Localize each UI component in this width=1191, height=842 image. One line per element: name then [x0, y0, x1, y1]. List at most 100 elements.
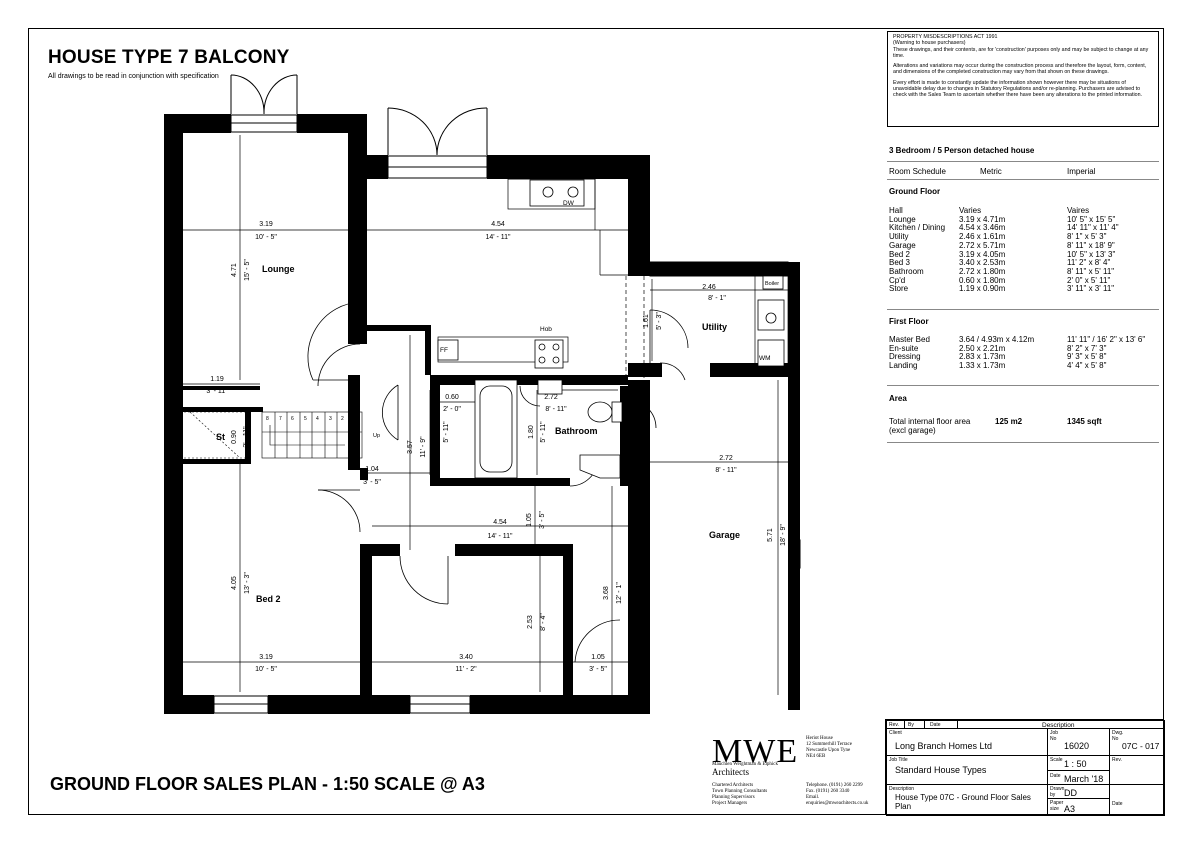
misdescriptions-notice: PROPERTY MISDESCRIPTIONS ACT 1991 (Warni… — [887, 31, 1159, 127]
schedule-room-name: Cp'd — [889, 275, 906, 285]
date-value: March '18 — [1064, 774, 1104, 784]
schedule-metric: 3.64 / 4.93m x 4.12m — [959, 335, 1035, 344]
schedule-imperial: 8' 11" x 5' 11" — [1067, 266, 1115, 276]
schedule-room-name: Master Bed — [889, 335, 930, 344]
schedule-imperial: 9' 3" x 5' 8" — [1067, 352, 1107, 362]
dim-cupboard2-width-imperial: 3' - 5" — [589, 666, 607, 673]
contact-line: Telephone. (0191) 260 2299 — [806, 783, 863, 788]
dim-lounge-depth-imperial: 15' - 5" — [244, 259, 251, 281]
dim-bathroom-width-imperial: 8' - 11" — [545, 406, 567, 413]
schedule-room-name: Garage — [889, 240, 916, 250]
col-header-room: Room Schedule — [889, 167, 946, 176]
dim-hall-width-metric: 1.04 — [365, 466, 379, 473]
dim-bed3-depth-metric: 2.53 — [527, 615, 534, 629]
dim-bed2-width-metric: 3.19 — [259, 654, 273, 661]
schedule-imperial: 8' 11" x 18' 9" — [1067, 240, 1115, 250]
specification-note: All drawings to be read in conjunction w… — [48, 73, 219, 80]
firm-role: Town Planning Consultants — [712, 789, 768, 794]
plan-sanitary — [437, 179, 785, 479]
notice-line: Every effort is made to constantly updat… — [893, 79, 1142, 99]
dim-bed2-depth-metric: 4.05 — [231, 576, 238, 590]
title-block: Rev. By Date Description Client Long Bra… — [885, 719, 1165, 816]
schedule-room-name: Bed 2 — [889, 249, 910, 259]
schedule-metric: 2.72 x 5.71m — [959, 240, 1006, 250]
description-label: Description — [889, 786, 915, 792]
label-hob: Hob — [540, 326, 552, 333]
dim-hall-depth-metric: 3.57 — [407, 440, 414, 454]
plan-dimension-text-vertical: 4.71 15' - 5" 1.61 5' - 3" 0.90 2' - 11"… — [231, 259, 787, 631]
label-washing-machine: WM — [759, 355, 771, 362]
dim-store-width-imperial: 3' - 11" — [206, 388, 228, 395]
plan-walls — [164, 114, 800, 714]
dim-garage-width-metric: 2.72 — [719, 455, 733, 462]
dim-garage-depth-metric: 5.71 — [767, 528, 774, 542]
schedule-metric: 3.40 x 2.53m — [959, 258, 1006, 268]
dim-bed3-width-metric: 3.40 — [459, 654, 473, 661]
area-label-note: (excl garage) — [889, 426, 936, 435]
schedule-imperial: 3' 11" x 3' 11" — [1067, 284, 1115, 294]
dim-utility-depth-imperial: 5' - 3" — [656, 312, 663, 330]
room-label-store: St — [216, 432, 225, 442]
plan-stairs — [184, 411, 363, 459]
room-label-bathroom: Bathroom — [555, 426, 598, 436]
dim-bed3-width-imperial: 11' - 2" — [455, 666, 477, 673]
dim-kitchen-width-metric: 4.54 — [491, 221, 505, 228]
job-title-label: Job Title — [889, 757, 908, 763]
label-boiler: Boiler — [765, 281, 779, 287]
firm-role: Planning Supervisors — [712, 795, 755, 800]
job-no-label: Job No — [1050, 730, 1059, 742]
firm-role: Project Managers — [712, 801, 748, 806]
drawing-frame — [28, 28, 1164, 815]
room-label-garage: Garage — [709, 530, 740, 540]
stair-number: 5 — [304, 416, 307, 422]
firm-architects: Architects — [712, 767, 749, 777]
paper-size-label: Paper size — [1050, 800, 1064, 812]
dim-bathroom-depth-imperial: 5' - 11" — [540, 421, 547, 443]
firm-contact: Telephone. (0191) 260 2299 Fax. (0191) 2… — [806, 783, 868, 807]
notice-line: These drawings, and their contents, are … — [893, 46, 1149, 59]
dim-cupboard2-depth-imperial: 12' - 1" — [616, 582, 623, 604]
schedule-room-name: Hall — [889, 206, 903, 215]
firm-logo: MWE — [712, 733, 799, 770]
sheet-title: GROUND FLOOR SALES PLAN - 1:50 SCALE @ A… — [50, 774, 485, 794]
dim-utility-width-imperial: 8' - 1" — [708, 295, 726, 302]
dim-landing-width-metric: 4.54 — [493, 519, 507, 526]
rev-header: Rev. — [889, 722, 899, 728]
schedule-imperial: 8' 1" x 5' 3" — [1067, 232, 1107, 242]
schedule-metric: 4.54 x 3.46m — [959, 223, 1006, 233]
dwg-no-label: Dwg. No — [1112, 730, 1124, 742]
schedule-metric: 3.19 x 4.71m — [959, 214, 1006, 224]
firm-roles: Chartered Architects Town Planning Consu… — [712, 783, 767, 807]
schedule-room-name: Dressing — [889, 352, 921, 362]
plan-dimension-lines — [183, 135, 800, 695]
dim-utility-depth-metric: 1.61 — [643, 314, 650, 328]
label-stairs-up: Up — [373, 433, 380, 439]
stair-number: 8 — [266, 416, 269, 422]
schedule-heading: 3 Bedroom / 5 Person detached house — [889, 146, 1035, 155]
dim-lounge-width-imperial: 10' - 5" — [255, 234, 277, 241]
dim-cupboard-depth-metric: 1.80 — [431, 425, 438, 439]
description-header: Description — [1042, 722, 1075, 729]
schedule-room-name: Utility — [889, 232, 909, 242]
room-label-bed2: Bed 2 — [256, 594, 281, 604]
schedule-room-name: Bathroom — [889, 266, 924, 276]
scale-value: 1 : 50 — [1064, 759, 1087, 769]
address-line: 12 Summerhill Terrace — [806, 742, 852, 747]
schedule-metric: 3.19 x 4.05m — [959, 249, 1006, 259]
address-line: Newcastle Upon Tyne — [806, 748, 851, 753]
schedule-room-name: Bed 3 — [889, 258, 910, 268]
drawn-by-value: DD — [1064, 788, 1077, 798]
dim-landing-depth-metric: 1.05 — [526, 513, 533, 527]
area-imperial: 1345 sqft — [1067, 417, 1102, 426]
dim-hall-width-imperial: 3' - 5" — [363, 479, 381, 486]
schedule-metric: 1.33 x 1.73m — [959, 361, 1006, 371]
date-label: Date — [1050, 773, 1061, 779]
dim-cupboard2-width-metric: 1.05 — [591, 654, 605, 661]
plan-dimension-text: 3.19 10' - 5" 4.54 14' - 11" 2.46 8' - 1… — [206, 221, 737, 673]
dim-bathroom-width-metric: 2.72 — [544, 394, 558, 401]
area-metric: 125 m2 — [995, 417, 1023, 426]
schedule-imperial: 10' 5" x 15' 5" — [1067, 214, 1116, 224]
dim-store-depth-metric: 0.90 — [231, 430, 238, 444]
label-dishwasher: DW — [563, 200, 575, 207]
